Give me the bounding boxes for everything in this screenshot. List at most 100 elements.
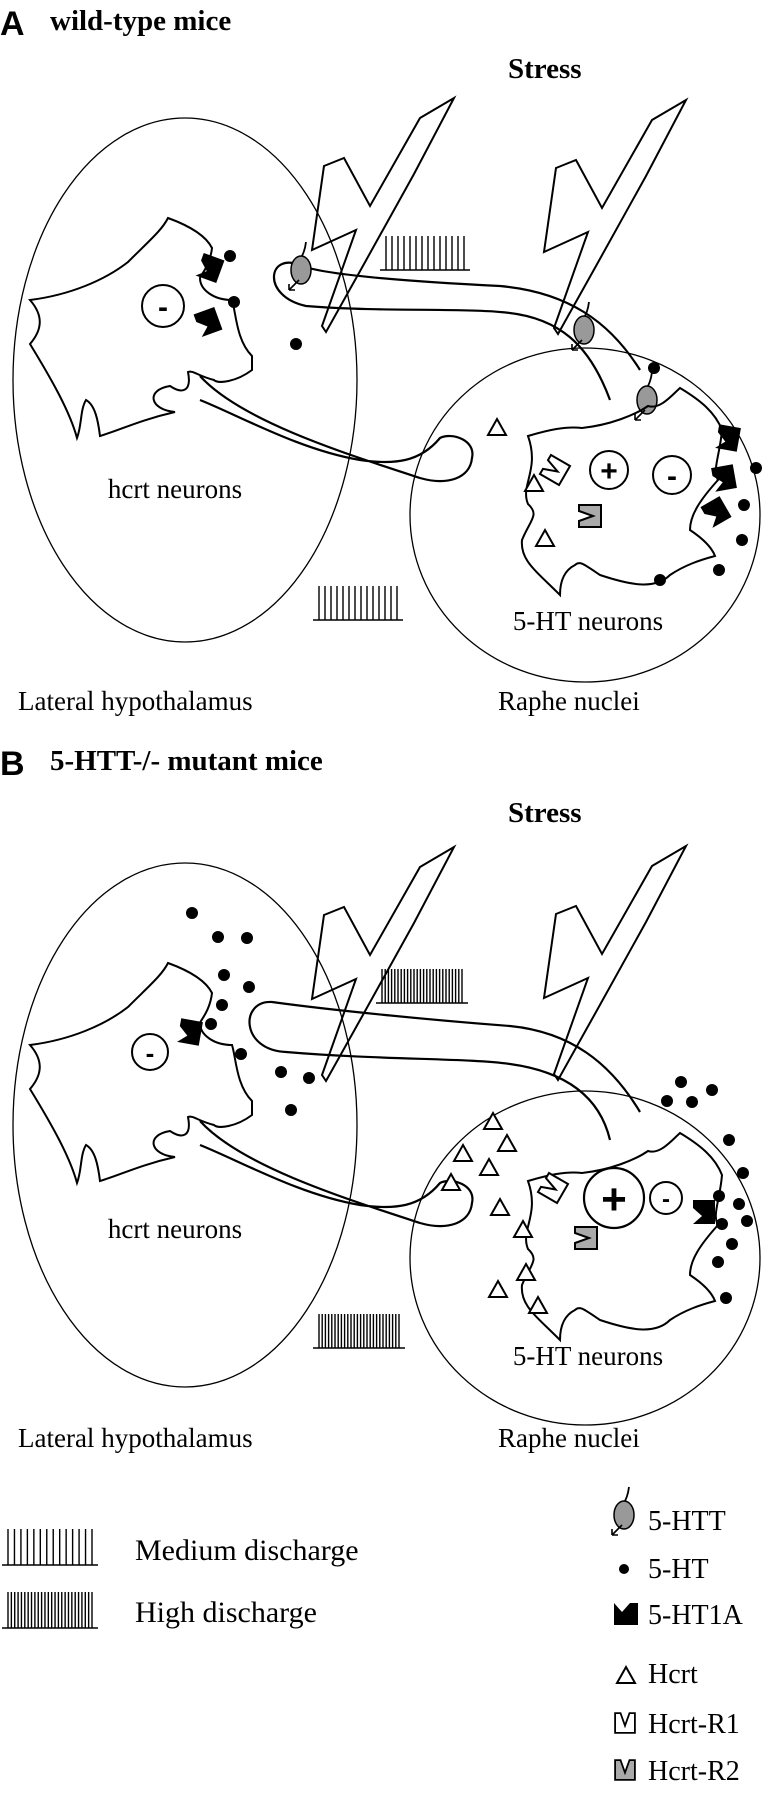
stress-bolt-icon <box>311 846 455 1082</box>
serotonin-dot-icon <box>228 296 240 308</box>
inhibition-sign <box>131 1033 169 1071</box>
panel-b-title: 5-HTT-/- mutant mice <box>50 745 323 777</box>
high-discharge-trace <box>376 969 468 1004</box>
serotonin-dot-icon <box>675 1076 687 1088</box>
5ht-neurons-label: 5-HT neurons <box>513 1341 663 1371</box>
hcrt-axon-projection <box>199 375 474 483</box>
5ht1a-receptor-icon <box>693 1200 715 1224</box>
legend-medium-discharge-icon <box>2 1529 98 1566</box>
excitation-sign <box>582 1166 646 1230</box>
serotonin-dot-icon <box>216 999 228 1011</box>
serotonin-dot-icon <box>241 932 253 944</box>
inhibition-sign-label: - <box>146 1038 155 1068</box>
inhibition-sign-label: - <box>158 291 168 324</box>
5ht-neuron-soma <box>520 386 724 598</box>
serotonin-dot-icon <box>285 1104 297 1116</box>
legend-high-discharge-icon <box>2 1592 98 1629</box>
legend-hcrt-label: Hcrt <box>648 1659 698 1690</box>
serotonin-dot-icon <box>706 1084 718 1096</box>
serotonin-dot-icon <box>290 338 302 350</box>
serotonin-dot-icon <box>303 1072 315 1084</box>
5ht1a-receptor-icon <box>700 496 732 528</box>
hcrt-peptide-icon <box>528 1296 548 1314</box>
serotonin-dot-icon <box>716 1218 728 1230</box>
serotonin-dot-icon <box>224 250 236 262</box>
serotonin-dot-icon <box>619 1564 629 1574</box>
serotonin-dot-icon <box>737 1167 749 1179</box>
5ht-neurons-label: 5-HT neurons <box>513 606 663 636</box>
5ht-axon-projection <box>272 261 641 401</box>
panel-a-letter: A <box>0 5 25 43</box>
excitation-sign <box>589 450 629 490</box>
hcrt-r2-receptor-icon <box>578 504 602 528</box>
serotonin-dot-icon <box>713 1190 725 1202</box>
hcrt-peptide-icon <box>483 1112 503 1130</box>
hcrt-peptide-icon <box>453 1144 473 1162</box>
hcrt-peptide-icon <box>497 1134 517 1152</box>
5ht-neuron-soma <box>520 1131 724 1343</box>
serotonin-dot-icon <box>750 462 762 474</box>
hcrt-neurons-label: hcrt neurons <box>108 1214 242 1244</box>
hcrt-neuron-soma <box>28 961 253 1187</box>
inhibition-sign <box>141 284 185 328</box>
raphe-nuclei-label: Raphe nuclei <box>498 686 640 716</box>
panel-a: A wild-type mice Stress - hcrt neurons +… <box>0 5 762 716</box>
serotonin-dot-icon <box>205 1018 217 1030</box>
5ht-axon-projection <box>248 1000 641 1141</box>
serotonin-dot-icon <box>218 969 230 981</box>
stress-bolt-icon <box>311 97 455 333</box>
5ht1a-receptor-icon <box>711 464 737 492</box>
serotonin-dot-icon <box>648 362 660 374</box>
legend-hcrt-r2-label: Hcrt-R2 <box>648 1756 740 1787</box>
lateral-hypothalamus-label: Lateral hypothalamus <box>18 686 253 716</box>
lateral-hypothalamus-label: Lateral hypothalamus <box>18 1423 253 1453</box>
legend-hcrt-r1-label: Hcrt-R1 <box>648 1709 740 1740</box>
5ht1a-receptor-icon <box>614 1603 638 1625</box>
high-discharge-trace <box>313 1314 405 1349</box>
serotonin-dot-icon <box>723 1134 735 1146</box>
legend-5ht1a-label: 5-HT1A <box>648 1600 744 1631</box>
legend-5ht-label: 5-HT <box>648 1554 709 1585</box>
panel-a-stress-label: Stress <box>508 53 582 85</box>
hcrt-neurons-label: hcrt neurons <box>108 474 242 504</box>
serotonin-dot-icon <box>654 574 666 586</box>
5ht1a-receptor-icon <box>193 306 223 338</box>
serotonin-dot-icon <box>661 1095 673 1107</box>
5htt-transporter-icon <box>288 241 312 291</box>
serotonin-dot-icon <box>212 931 224 943</box>
serotonin-dot-icon <box>235 1048 247 1060</box>
hcrt-axon-projection <box>199 1120 474 1228</box>
panel-b: B 5-HTT-/- mutant mice Stress - hcrt neu… <box>0 745 761 1453</box>
serotonin-dot-icon <box>736 534 748 546</box>
hcrt-neuron-soma <box>28 216 253 442</box>
legend: Medium discharge High discharge 5-HTT 5-… <box>2 1486 744 1787</box>
raphe-nuclei-region <box>409 347 761 683</box>
legend-high-discharge-label: High discharge <box>135 1596 317 1629</box>
inhibition-sign <box>652 455 692 495</box>
hcrt-peptide-icon <box>516 1263 536 1281</box>
serotonin-dot-icon <box>726 1238 738 1250</box>
inhibition-sign-label: - <box>662 1186 670 1213</box>
5ht1a-receptor-icon <box>177 1018 203 1046</box>
medium-discharge-trace <box>313 586 403 621</box>
serotonin-dot-icon <box>712 1256 724 1268</box>
excitation-sign-label: + <box>601 1175 627 1224</box>
serotonin-dot-icon <box>738 499 750 511</box>
stress-bolt-icon <box>543 845 687 1081</box>
inhibition-sign-label: - <box>667 460 677 493</box>
5htt-transporter-icon <box>611 1486 635 1536</box>
hcrt-peptide-icon <box>479 1158 499 1176</box>
hcrt-peptide-icon <box>535 529 555 547</box>
serotonin-dot-icon <box>713 564 725 576</box>
hcrt-r2-receptor-icon <box>574 1226 598 1250</box>
serotonin-dot-icon <box>686 1096 698 1108</box>
serotonin-dot-icon <box>186 907 198 919</box>
lateral-hypothalamus-region <box>12 117 358 643</box>
inhibition-sign <box>649 1181 683 1215</box>
hcrt-peptide-icon <box>490 1198 510 1216</box>
5ht1a-receptor-icon <box>715 424 741 452</box>
serotonin-dot-icon <box>720 1292 732 1304</box>
excitation-sign-label: + <box>600 455 618 488</box>
hcrt-peptide-icon <box>487 418 507 436</box>
